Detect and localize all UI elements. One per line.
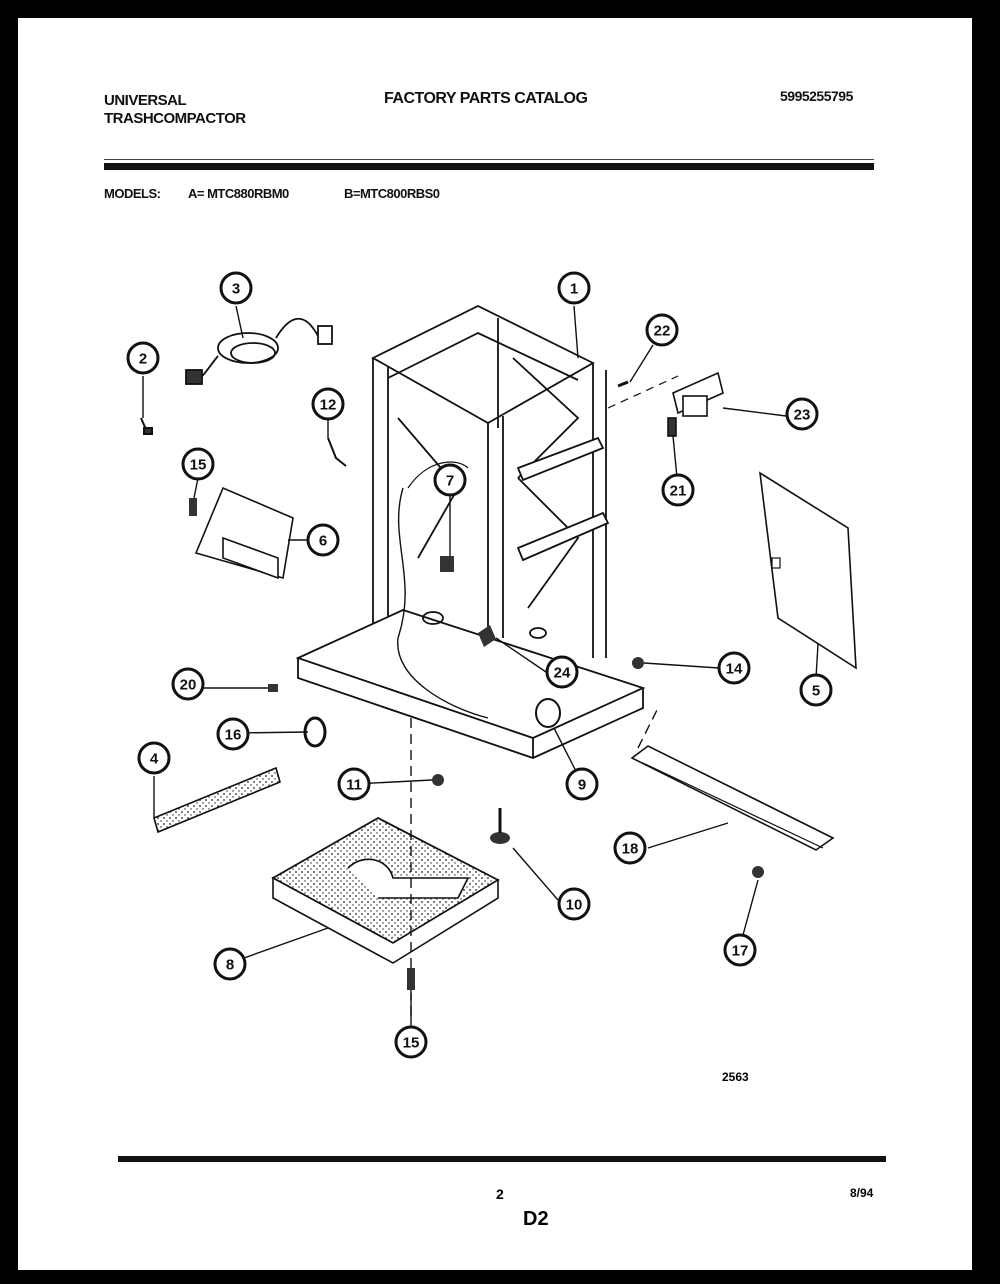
svg-text:17: 17: [732, 943, 749, 960]
callout-4: 4: [137, 741, 171, 775]
screw-20: [268, 684, 278, 692]
svg-text:18: 18: [622, 841, 639, 858]
svg-text:16: 16: [225, 727, 242, 744]
nut-11: [432, 774, 444, 786]
callout-24: 24: [545, 655, 579, 689]
section-code: D2: [523, 1208, 549, 1230]
svg-text:1: 1: [570, 281, 578, 298]
cabinet-frame: [295, 304, 646, 759]
svg-text:6: 6: [319, 533, 327, 550]
callout-12: 12: [311, 387, 345, 421]
callout-15-top: 15: [181, 447, 215, 481]
svg-text:24: 24: [554, 665, 571, 682]
svg-text:12: 12: [320, 397, 337, 414]
part-number: 5995255795: [780, 88, 853, 104]
callout-16: 16: [216, 717, 250, 751]
svg-text:10: 10: [566, 897, 583, 914]
part-24-body: [478, 625, 496, 647]
svg-text:5: 5: [812, 683, 820, 700]
nut-14: [632, 657, 644, 669]
catalog-page: UNIVERSAL TRASHCOMPACTOR FACTORY PARTS C…: [18, 18, 972, 1270]
svg-text:21: 21: [670, 483, 687, 500]
svg-text:15: 15: [403, 1035, 420, 1052]
svg-text:4: 4: [150, 751, 159, 768]
exploded-parts-diagram: 1 2 3 4 5 6 7 8 9 10 11 12 14 15 15 16 1…: [126, 271, 857, 1059]
rail-18: [630, 745, 835, 851]
footer-rule: [118, 1156, 886, 1162]
brand-line-2: TRASHCOMPACTOR: [104, 110, 246, 127]
svg-text:14: 14: [726, 661, 743, 678]
strip-4: [153, 766, 281, 834]
base-pan-8: [271, 816, 500, 964]
callout-15-bottom: 15: [394, 1025, 428, 1059]
svg-text:11: 11: [346, 777, 362, 794]
switch-bracket-21-23: [667, 371, 724, 437]
models-label: MODELS:: [104, 186, 161, 201]
svg-text:3: 3: [232, 281, 240, 298]
screw-17: [752, 866, 764, 878]
callouts: 1 2 3 4 5 6 7 8 9 10 11 12 14 15 15 16 1…: [126, 271, 833, 1059]
callout-18: 18: [613, 831, 647, 865]
svg-text:20: 20: [180, 677, 197, 694]
part-9-body: [535, 698, 561, 728]
part-12: [327, 437, 347, 467]
callout-11: 11: [337, 767, 371, 801]
svg-text:15: 15: [190, 457, 207, 474]
callout-20: 20: [171, 667, 205, 701]
svg-text:23: 23: [794, 407, 811, 424]
page-number: 2: [496, 1186, 504, 1202]
figure-number: 2563: [722, 1070, 749, 1084]
catalog-title: FACTORY PARTS CATALOG: [384, 90, 588, 107]
callout-22: 22: [645, 313, 679, 347]
callout-1: 1: [557, 271, 591, 305]
callout-3: 3: [219, 271, 253, 305]
screw-15-top: [189, 498, 197, 516]
header-rule: [104, 163, 874, 170]
callout-9: 9: [565, 767, 599, 801]
callout-2: 2: [126, 341, 160, 375]
svg-text:8: 8: [226, 957, 234, 974]
callout-23: 23: [785, 397, 819, 431]
header-thin-rule: [104, 159, 874, 160]
callout-8: 8: [213, 947, 247, 981]
svg-text:9: 9: [578, 777, 586, 794]
screw-22: [617, 380, 629, 388]
callout-5: 5: [799, 673, 833, 707]
callout-17: 17: [723, 933, 757, 967]
svg-text:22: 22: [654, 323, 671, 340]
power-cord-3: [185, 317, 333, 385]
brand-line-1: UNIVERSAL: [104, 92, 187, 109]
catalog-date: 8/94: [850, 1186, 874, 1200]
screw-15-bottom: [407, 968, 415, 990]
svg-text:2: 2: [139, 351, 147, 368]
foot-10: [490, 832, 510, 844]
callout-6: 6: [306, 523, 340, 557]
callout-14: 14: [717, 651, 751, 685]
callout-21: 21: [661, 473, 695, 507]
svg-text:7: 7: [446, 473, 454, 490]
model-a: A= MTC880RBM0: [188, 186, 289, 201]
model-b: B=MTC800RBS0: [344, 186, 440, 201]
switch-7-part: [440, 556, 454, 572]
panel-5: [758, 471, 857, 670]
callout-10: 10: [557, 887, 591, 921]
bracket-6: [194, 486, 294, 580]
part-2-screw: [140, 417, 153, 435]
callout-7: 7: [433, 463, 467, 497]
